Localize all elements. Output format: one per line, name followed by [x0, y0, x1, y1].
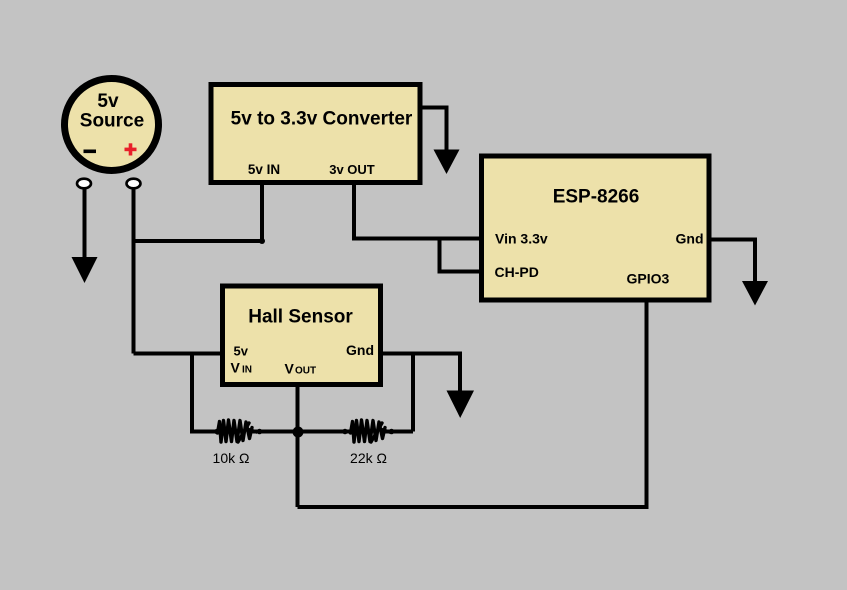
- svg-text:5v IN: 5v IN: [248, 162, 280, 177]
- svg-text:V: V: [231, 360, 241, 376]
- svg-text:Hall Sensor: Hall Sensor: [248, 307, 353, 328]
- svg-text:Gnd: Gnd: [676, 231, 704, 247]
- svg-text:22k Ω: 22k Ω: [350, 450, 387, 466]
- svg-text:CH-PD: CH-PD: [495, 264, 539, 280]
- svg-text:3v OUT: 3v OUT: [329, 162, 375, 177]
- svg-text:Vin 3.3v: Vin 3.3v: [495, 231, 548, 247]
- svg-text:Gnd: Gnd: [346, 342, 374, 358]
- svg-text:ESP-8266: ESP-8266: [553, 187, 640, 208]
- svg-text:5v: 5v: [97, 91, 119, 112]
- svg-text:5v: 5v: [234, 344, 249, 359]
- svg-text:5v to 3.3v Converter: 5v to 3.3v Converter: [231, 109, 413, 130]
- svg-text:Source: Source: [80, 111, 144, 132]
- svg-text:OUT: OUT: [295, 366, 316, 377]
- svg-text:V: V: [285, 361, 295, 377]
- svg-text:IN: IN: [242, 365, 252, 376]
- svg-text:10k Ω: 10k Ω: [213, 450, 250, 466]
- svg-text:GPIO3: GPIO3: [627, 271, 670, 287]
